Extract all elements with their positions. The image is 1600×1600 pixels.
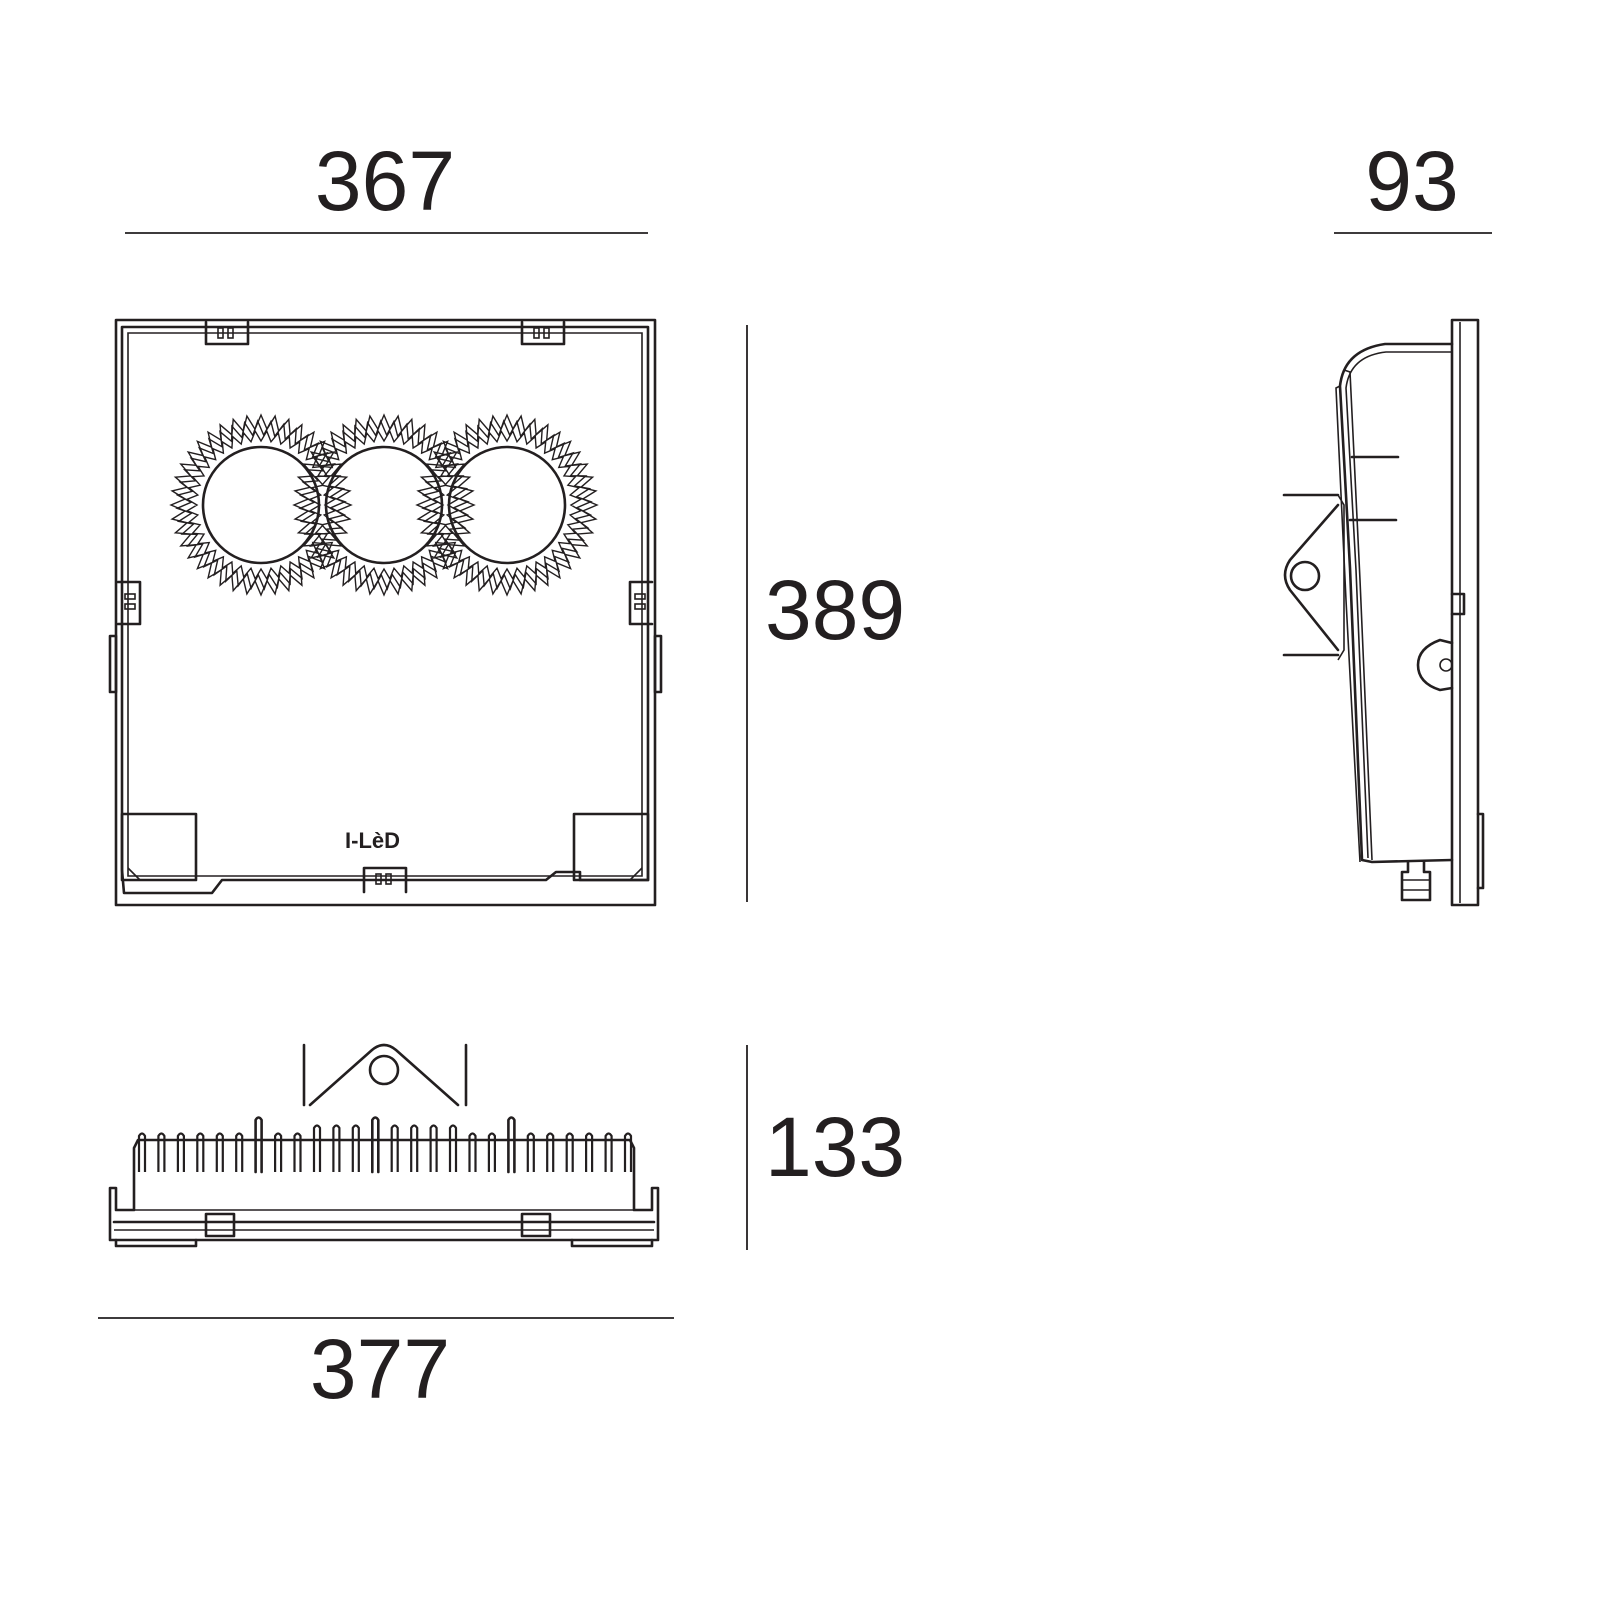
- bottom-fin: [546, 1132, 555, 1172]
- bottom-fin: [332, 1124, 341, 1172]
- bottom-fin: [410, 1124, 419, 1172]
- bottom-fin: [196, 1132, 205, 1172]
- bottom-box-right-chamfer: [629, 867, 643, 881]
- side-arm-hole: [1289, 560, 1321, 592]
- bottom-box-left-chamfer: [127, 867, 141, 881]
- lens-left: [169, 413, 353, 597]
- bottom-fin: [312, 1124, 322, 1172]
- bottom-fin: [585, 1132, 594, 1172]
- dimension-side-depth: 93: [1334, 134, 1492, 234]
- side-depth-label: 93: [1365, 134, 1458, 228]
- bottom-fin: [137, 1132, 147, 1172]
- side-housing: [1338, 342, 1454, 864]
- bottom-fin: [448, 1124, 458, 1172]
- front-view: I-LèD: [108, 318, 663, 907]
- bottom-fin: [176, 1132, 185, 1172]
- bottom-stirrup-hole: [368, 1054, 400, 1086]
- front-width-label: 367: [315, 134, 455, 228]
- side-bracket-left: [108, 580, 142, 694]
- bottom-fin: [623, 1132, 633, 1172]
- side-view: [1282, 318, 1485, 907]
- bottom-clip-left: [204, 1212, 236, 1238]
- top-bracket-left: [204, 320, 250, 346]
- bottom-foot-right: [570, 1238, 654, 1248]
- dimension-height: 389: [746, 325, 905, 902]
- bottom-view: [108, 1043, 660, 1248]
- side-housing-rib-1: [1345, 351, 1452, 859]
- side-back-plate: [1450, 318, 1480, 907]
- bottom-fin: [157, 1132, 166, 1172]
- bottom-box-right: [572, 812, 650, 882]
- bottom-fin: [526, 1132, 535, 1172]
- lens-center: [292, 413, 476, 597]
- bottom-fin: [215, 1132, 224, 1172]
- bottom-fin: [429, 1124, 438, 1172]
- bottom-height-label: 133: [765, 1100, 905, 1194]
- front-inner-panel: [127, 332, 643, 877]
- dimension-bottom-height: 133: [746, 1045, 905, 1250]
- side-arm-plate: [1283, 503, 1340, 652]
- bottom-fin: [487, 1132, 496, 1172]
- top-bracket-right: [520, 320, 566, 346]
- side-housing-rib-2: [1335, 385, 1361, 863]
- bottom-fin: [371, 1116, 380, 1174]
- dimension-bottom-width: 377: [98, 1317, 674, 1416]
- side-housing-rib-3: [1343, 369, 1373, 861]
- bottom-fin: [468, 1132, 477, 1172]
- height-label: 389: [765, 563, 905, 657]
- lens-group: [169, 413, 599, 597]
- bottom-housing: [108, 1138, 660, 1242]
- dimension-front-width: 367: [125, 134, 648, 234]
- side-knob: [1416, 638, 1454, 692]
- bottom-fin: [565, 1132, 574, 1172]
- bottom-clip-right: [520, 1212, 552, 1238]
- bottom-fin: [604, 1132, 613, 1172]
- side-knob-hole: [1439, 658, 1453, 672]
- side-clip: [1450, 592, 1466, 616]
- bottom-fin: [507, 1116, 516, 1174]
- bottom-fin-group: [137, 1116, 633, 1174]
- side-arm-edge: [1337, 494, 1345, 661]
- lens-right: [415, 413, 599, 597]
- side-back-tab: [1476, 812, 1485, 890]
- front-outer-frame: [114, 318, 657, 907]
- front-inner-frame: [120, 325, 650, 895]
- brand-logo: I-LèD: [345, 828, 400, 853]
- bottom-fin: [390, 1124, 399, 1172]
- side-bracket-right: [628, 580, 663, 694]
- bottom-width-label: 377: [310, 1322, 450, 1416]
- bottom-stirrup-plate: [308, 1043, 460, 1107]
- bottom-bracket: [362, 866, 408, 894]
- bottom-fin: [274, 1132, 283, 1172]
- bottom-foot-left: [114, 1238, 198, 1248]
- bottom-fin: [293, 1132, 302, 1172]
- bottom-fin: [235, 1132, 244, 1172]
- bottom-fin: [351, 1124, 360, 1172]
- bottom-fin: [254, 1116, 263, 1174]
- side-cable-gland: [1400, 860, 1432, 902]
- bottom-box-left: [120, 812, 198, 882]
